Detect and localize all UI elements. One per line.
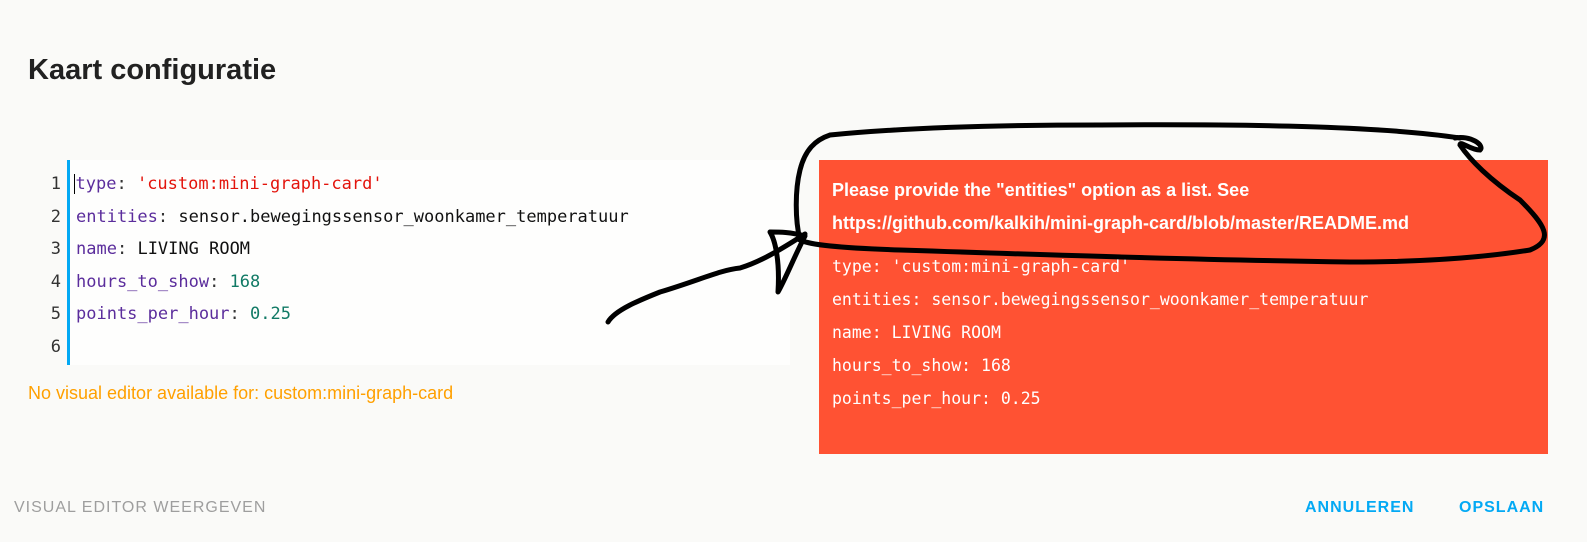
code-line [76,331,790,364]
yaml-value: LIVING ROOM [137,239,251,259]
yaml-value: 168 [229,271,261,292]
code-line: points_per_hour: 0.25 [76,298,790,331]
colon: : [116,239,128,259]
code-line: name: LIVING ROOM [76,233,790,266]
yaml-key: entities [76,206,158,227]
error-message: Please provide the "entities" option as … [832,174,1535,240]
yaml-value: 'custom:mini-graph-card' [136,174,383,194]
line-number: 4 [50,271,61,292]
cancel-button[interactable]: ANNULEREN [1305,499,1415,516]
code-lines: type: 'custom:mini-graph-card' entities:… [74,168,790,364]
code-line: entities: sensor.bewegingssensor_woonkam… [76,201,790,234]
yaml-key: hours_to_show [76,271,210,292]
colon: : [157,206,169,227]
yaml-code-editor[interactable]: type: 'custom:mini-graph-card' entities:… [67,160,790,365]
error-yaml: type: 'custom:mini-graph-card' entities:… [832,257,1369,408]
yaml-key: name [76,239,117,259]
colon: : [116,174,127,194]
line-number: 3 [50,239,61,259]
yaml-key: type [74,174,117,194]
line-number: 1 [50,174,61,194]
colon: : [209,271,220,292]
yaml-value: 0.25 [250,304,291,324]
code-line: hours_to_show: 168 [76,266,790,299]
yaml-editor-area: 1 2 3 4 5 6 type: 'custom:mini-graph-car… [40,160,790,365]
error-card: Please provide the "entities" option as … [819,160,1548,454]
line-number-gutter: 1 2 3 4 5 6 [40,160,67,365]
error-message-text: Please provide the "entities" option as … [832,180,1250,200]
readme-link[interactable]: https://github.com/kalkih/mini-graph-car… [832,213,1410,233]
dialog-title: Kaart configuratie [28,54,277,86]
yaml-value: sensor.bewegingssensor_woonkamer_tempera… [178,206,629,227]
line-number: 5 [50,304,61,324]
yaml-key: points_per_hour [76,304,230,324]
code-line: type: 'custom:mini-graph-card' [74,168,790,201]
colon: : [229,304,240,324]
line-number: 6 [50,336,61,357]
no-visual-editor-warning: No visual editor available for: custom:m… [28,383,454,403]
line-number: 2 [50,206,61,227]
show-visual-editor-button[interactable]: VISUAL EDITOR WEERGEVEN [14,499,267,516]
save-button[interactable]: OPSLAAN [1459,499,1545,516]
